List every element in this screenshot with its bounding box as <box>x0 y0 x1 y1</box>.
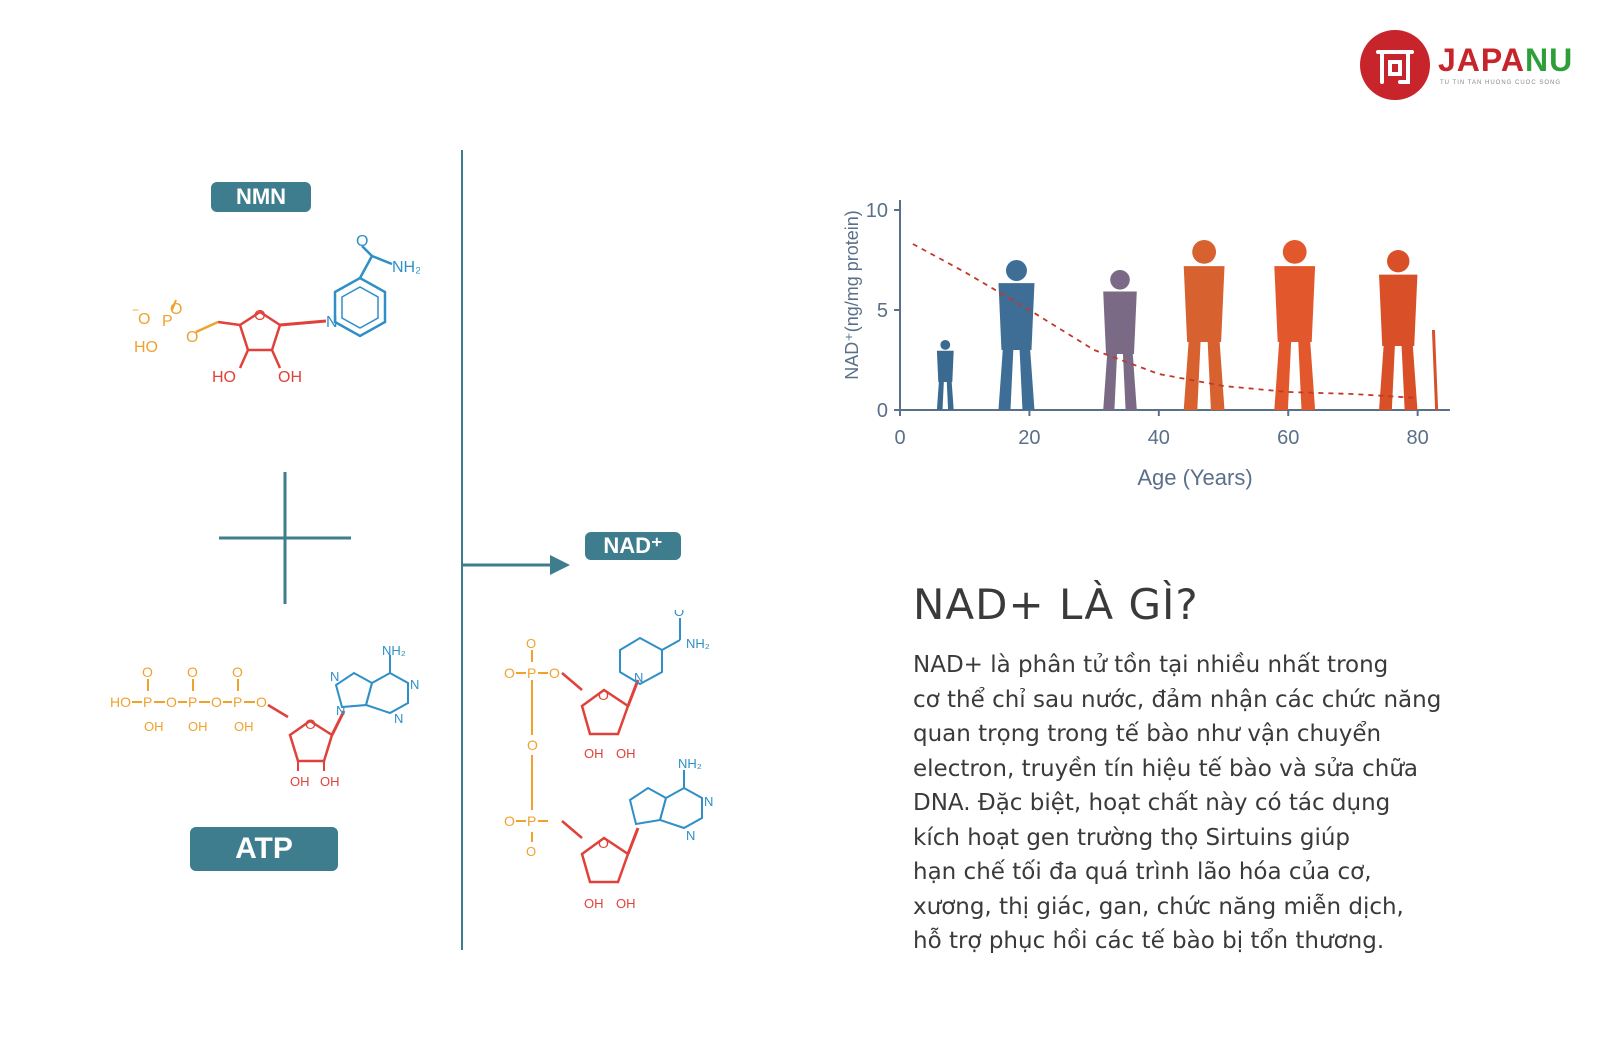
x-tick-label: 60 <box>1277 427 1299 449</box>
svg-text:P: P <box>188 694 197 710</box>
svg-text:O: O <box>256 694 267 710</box>
svg-text:OH: OH <box>234 719 254 734</box>
svg-text:P: P <box>527 813 536 829</box>
svg-text:HO: HO <box>134 339 158 356</box>
svg-text:O: O <box>138 311 150 328</box>
logo-wordmark: JAPANU <box>1438 42 1574 78</box>
svg-text:OH: OH <box>188 719 208 734</box>
description-paragraph: NAD+ là phân tử tồn tại nhiều nhất trong… <box>913 648 1513 959</box>
paragraph-line: xương, thị giác, gan, chức năng miễn dịc… <box>913 893 1404 920</box>
svg-text:P: P <box>143 694 152 710</box>
svg-text:NH₂: NH₂ <box>678 756 702 771</box>
svg-text:O: O <box>598 835 609 851</box>
svg-text:P: P <box>527 665 536 681</box>
svg-text:O: O <box>211 694 222 710</box>
chart-ticks: 0 20 40 60 80 0 5 10 <box>866 200 1429 449</box>
y-tick-label: 10 <box>866 200 888 222</box>
svg-text:NH₂: NH₂ <box>686 636 710 651</box>
svg-text:OH: OH <box>144 719 164 734</box>
x-tick-label: 80 <box>1407 427 1429 449</box>
svg-text:O: O <box>356 233 368 250</box>
nad-age-chart: 0 20 40 60 80 0 5 10 Age (Years) NAD⁺(ng/mg pro… <box>842 200 1450 490</box>
atp-label: ATP <box>190 827 338 871</box>
svg-text:O: O <box>305 716 316 732</box>
svg-text:OH: OH <box>584 896 604 911</box>
svg-text:OH: OH <box>320 774 340 789</box>
logo-emblem-icon <box>1360 30 1430 100</box>
svg-text:O: O <box>186 329 198 346</box>
svg-text:O: O <box>187 664 198 680</box>
svg-text:OH: OH <box>584 746 604 761</box>
svg-text:P: P <box>162 313 173 330</box>
svg-text:O: O <box>526 636 536 651</box>
older-adult-silhouette-icon <box>1274 240 1316 410</box>
svg-text:N: N <box>410 677 419 692</box>
y-tick-label: 0 <box>877 400 888 422</box>
svg-text:O: O <box>254 307 266 324</box>
teen-silhouette-icon <box>998 260 1035 410</box>
section-title: NAD+ LÀ GÌ? <box>913 580 1199 629</box>
svg-text:−: − <box>132 303 139 317</box>
paragraph-line: quan trọng trong tế bào như vận chuyển <box>913 721 1382 747</box>
x-tick-label: 20 <box>1018 427 1040 449</box>
child-silhouette-icon <box>936 340 954 410</box>
svg-text:O: O <box>166 694 177 710</box>
x-tick-label: 40 <box>1148 427 1170 449</box>
y-tick-label: 5 <box>877 300 888 322</box>
paragraph-line: DNA. Đặc biệt, hoạt chất này có tác dụng <box>913 790 1391 816</box>
svg-text:O: O <box>598 687 609 703</box>
svg-text:O: O <box>526 844 536 859</box>
svg-text:OH: OH <box>278 369 302 386</box>
x-tick-label: 0 <box>894 427 905 449</box>
nmn-structure: O NH₂ N O HO OH O P O O − HO <box>132 233 420 386</box>
divider-line <box>461 150 463 950</box>
plus-sign-icon <box>219 472 351 604</box>
paragraph-line: NAD+ là phân tử tồn tại nhiều nhất trong <box>913 652 1389 678</box>
chart-axes <box>899 200 1450 411</box>
svg-text:N: N <box>326 314 338 331</box>
atp-structure: HO P O OH O P O OH O P O OH O O OH OH NH… <box>110 645 419 789</box>
svg-text:O: O <box>232 664 243 680</box>
svg-text:P: P <box>233 694 242 710</box>
svg-text:O: O <box>674 610 684 619</box>
logo-tagline: TU TIN TAN HUONG CUOC SONG <box>1440 80 1562 86</box>
svg-text:OH: OH <box>616 746 636 761</box>
chart-series <box>912 243 1418 399</box>
svg-text:NH₂: NH₂ <box>382 645 406 658</box>
svg-text:O: O <box>527 737 538 753</box>
nmn-label: NMN <box>211 182 311 212</box>
svg-text:O: O <box>504 665 515 681</box>
svg-text:O: O <box>170 301 182 318</box>
svg-text:O: O <box>142 664 153 680</box>
arrow-right-icon <box>462 555 570 575</box>
nad-label: NAD⁺ <box>585 532 681 560</box>
svg-text:N: N <box>336 703 345 718</box>
svg-text:HO: HO <box>110 694 131 710</box>
elderly-with-cane-silhouette-icon <box>1379 250 1439 411</box>
paragraph-line: kích hoạt gen trường thọ Sirtuins giúp <box>913 824 1351 851</box>
svg-text:HO: HO <box>212 369 236 386</box>
svg-text:O: O <box>549 665 560 681</box>
svg-text:NH₂: NH₂ <box>392 259 420 276</box>
paragraph-line: hỗ trợ phục hồi các tế bào bị tổn thương… <box>913 928 1385 954</box>
svg-text:N: N <box>330 669 339 684</box>
paragraph-line: cơ thể chỉ sau nước, đảm nhận các chức n… <box>913 686 1442 713</box>
brand-logo: JAPANU TU TIN TAN HUONG CUOC SONG <box>1360 30 1580 102</box>
svg-text:N: N <box>634 670 643 685</box>
svg-text:OH: OH <box>616 896 636 911</box>
adult-with-bag-silhouette-icon <box>1183 240 1225 410</box>
svg-text:O: O <box>504 813 515 829</box>
nad-structure: O P O O O O P O O OH OH N O NH₂ O OH OH … <box>504 610 713 911</box>
x-axis-label: Age (Years) <box>1137 465 1252 490</box>
paragraph-line: hạn chế tối đa quá trình lão hóa của cơ, <box>913 859 1372 885</box>
paragraph-line: electron, truyền tín hiệu tế bào và sửa … <box>913 755 1419 782</box>
svg-text:OH: OH <box>290 774 310 789</box>
svg-text:N: N <box>704 794 713 809</box>
chart-figures <box>936 240 1439 411</box>
svg-text:N: N <box>394 711 403 726</box>
svg-text:N: N <box>686 828 695 843</box>
y-axis-label: NAD⁺(ng/mg protein) <box>842 210 862 380</box>
adult-hiker-silhouette-icon <box>1103 270 1137 410</box>
nad-decline-curve <box>912 243 1418 399</box>
